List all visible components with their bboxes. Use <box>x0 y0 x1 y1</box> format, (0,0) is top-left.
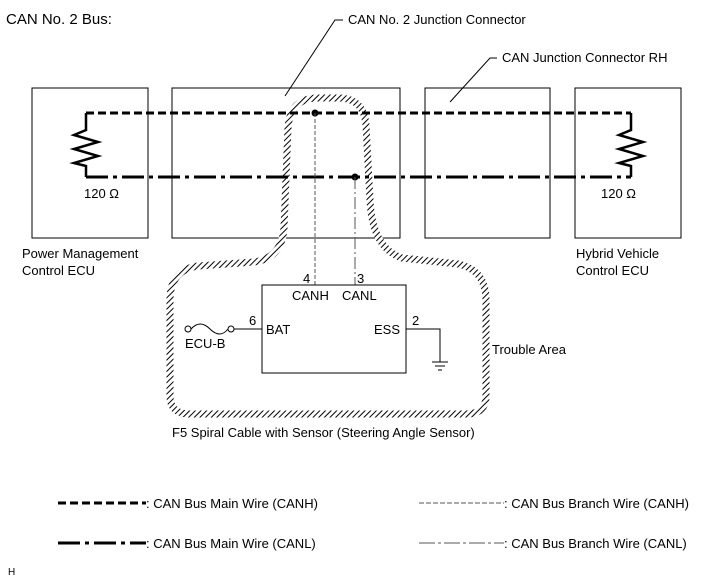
legend-main-canh: : CAN Bus Main Wire (CANH) <box>146 496 318 511</box>
pin-label-ess: ESS <box>374 322 400 337</box>
legend-branch-canh: : CAN Bus Branch Wire (CANH) <box>504 496 689 511</box>
power-management-ecu-box <box>31 87 149 239</box>
pin-number-canh: 4 <box>303 271 310 286</box>
pin-number-ess: 2 <box>412 313 419 328</box>
resistor-right <box>614 113 648 177</box>
sensor-caption: F5 Spiral Cable with Sensor (Steering An… <box>172 425 475 440</box>
hybrid-vehicle-label-line2: Control ECU <box>576 263 649 278</box>
steering-angle-sensor-box <box>261 284 407 374</box>
fuse-icon <box>184 323 235 335</box>
footer-mark: H <box>8 567 15 578</box>
fuse-label: ECU-B <box>185 336 225 351</box>
hybrid-vehicle-ecu-box <box>574 87 682 239</box>
pin-label-canh: CANH <box>292 288 329 303</box>
resistance-left: 120 Ω <box>84 186 119 201</box>
resistance-right: 120 Ω <box>601 186 636 201</box>
pin-number-bat: 6 <box>249 313 256 328</box>
trouble-area-outline <box>166 94 490 418</box>
resistor-left <box>69 113 103 177</box>
pin-label-bat: BAT <box>266 322 290 337</box>
legend-branch-canl: : CAN Bus Branch Wire (CANL) <box>504 536 687 551</box>
hybrid-vehicle-label-line1: Hybrid Vehicle <box>576 246 659 261</box>
power-management-label-line2: Control ECU <box>22 263 95 278</box>
diagram-title: CAN No. 2 Bus: <box>6 11 112 28</box>
wire-ess <box>406 328 441 362</box>
pin-number-canl: 3 <box>357 271 364 286</box>
label-can-no2-junction-connector: CAN No. 2 Junction Connector <box>348 12 526 27</box>
leader-line-junction2 <box>284 19 343 97</box>
can-junction-connector-rh-box <box>424 87 551 239</box>
label-can-junction-connector-rh: CAN Junction Connector RH <box>502 50 667 65</box>
leader-line-junction-rh <box>449 57 497 103</box>
power-management-label-line1: Power Management <box>22 246 139 261</box>
trouble-area-label: Trouble Area <box>492 342 567 357</box>
ground-icon <box>432 361 448 371</box>
pin-label-canl: CANL <box>342 288 377 303</box>
legend-main-canl: : CAN Bus Main Wire (CANL) <box>146 536 316 551</box>
